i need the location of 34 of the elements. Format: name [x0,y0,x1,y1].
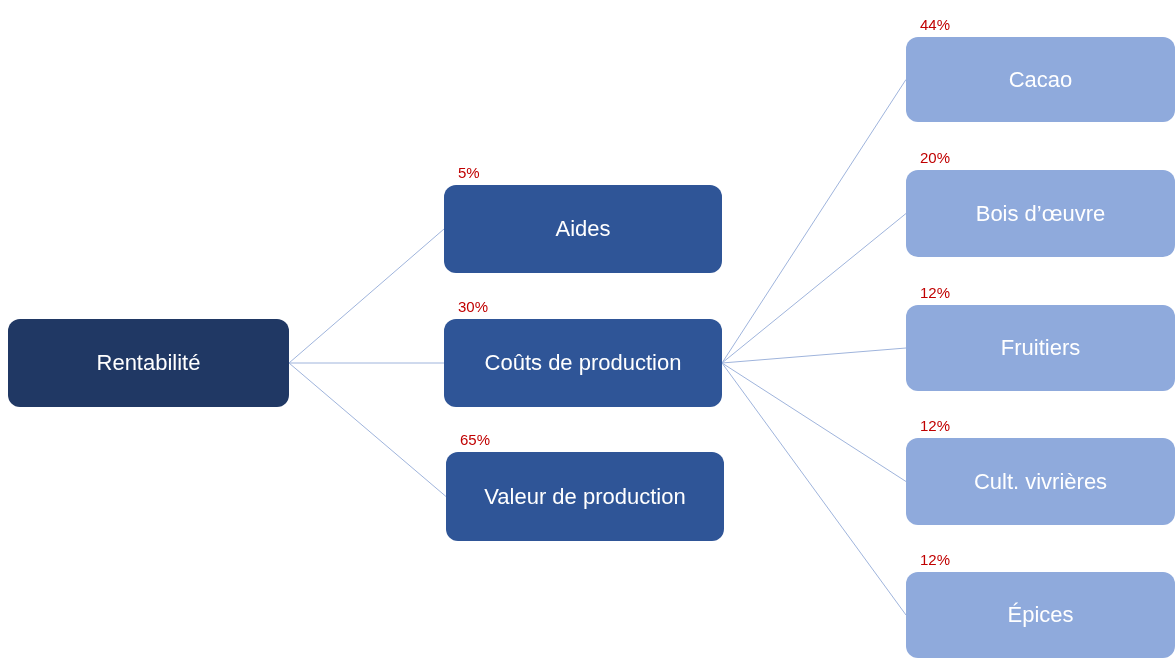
category-box [444,319,722,407]
box-label: Fruitiers [1000,334,1081,363]
category-box [906,37,1175,122]
category-box [906,438,1175,525]
category-box [444,185,722,273]
connector-line [288,362,447,497]
percentage-label: 20% [920,150,951,165]
box-label: Valeur de production [484,482,686,511]
connector-line [721,362,907,482]
category-box [446,452,724,541]
connector-line [721,347,907,364]
box-label: Cacao [1008,65,1073,94]
box-label: Aides [555,215,611,244]
percentage-label: 44% [920,17,951,32]
category-box [906,305,1175,391]
category-box [906,170,1175,257]
box-label: Rentabilité [96,349,201,378]
percentage-label: 65% [460,432,491,447]
box-label: Bois d’œuvre [975,199,1106,228]
category-box [906,572,1175,658]
connector-line [721,362,907,616]
connector-line [288,362,445,364]
percentage-label: 5% [458,165,480,180]
box-label: Cult. vivrières [973,467,1108,496]
percentage-label: 12% [920,552,951,567]
percentage-label: 12% [920,418,951,433]
box-label: Coûts de production [484,349,682,378]
connector-line [721,213,907,364]
connector-line [721,79,907,364]
percentage-label: 30% [458,299,489,314]
box-label: Épices [1007,601,1074,630]
percentage-label: 12% [920,285,951,300]
connector-line [288,228,445,364]
category-box [8,319,289,407]
